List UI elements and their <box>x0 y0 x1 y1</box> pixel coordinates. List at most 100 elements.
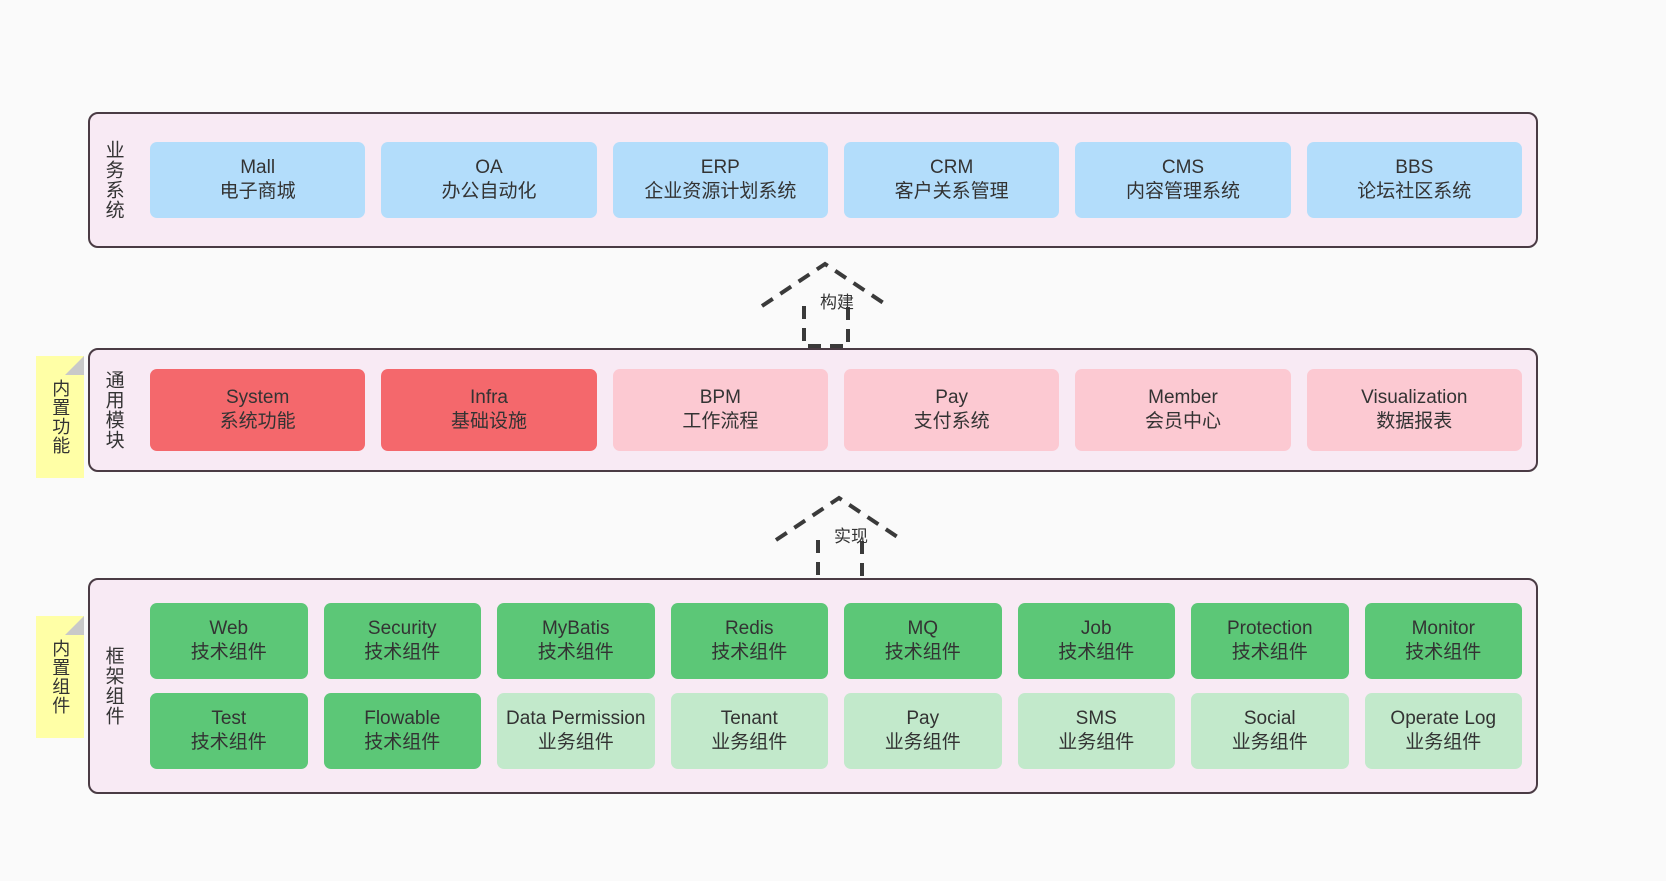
node-web[interactable]: Web 技术组件 <box>150 603 308 679</box>
node-subtitle: 基础设施 <box>450 411 527 432</box>
node-subtitle: 技术组件 <box>537 642 614 663</box>
node-title: Social <box>1243 707 1296 729</box>
note-label: 内置功能 <box>50 379 71 455</box>
node-crm[interactable]: CRM 客户关系管理 <box>843 142 1060 218</box>
node-subtitle: 论坛社区系统 <box>1357 181 1472 202</box>
node-oa[interactable]: OA 办公自动化 <box>381 142 597 218</box>
node-subtitle: 电子商城 <box>219 181 296 202</box>
node-title: Data Permission <box>506 707 646 729</box>
arrowhead-icon <box>760 261 890 308</box>
node-tenant[interactable]: Tenant 业务组件 <box>670 693 828 769</box>
node-title: CRM <box>930 156 974 178</box>
node-infra[interactable]: Infra 基础设施 <box>381 369 597 451</box>
node-bbs[interactable]: BBS 论坛社区系统 <box>1306 142 1522 218</box>
node-subtitle: 技术组件 <box>884 642 961 663</box>
layer-body-framework-components: Web 技术组件 Security 技术组件 MyBatis 技术组件 Redi… <box>136 580 1536 792</box>
node-title: SMS <box>1075 707 1117 729</box>
node-data-permission[interactable]: Data Permission 业务组件 <box>497 693 655 769</box>
node-subtitle: 技术组件 <box>364 642 441 663</box>
node-title: Mall <box>240 156 276 178</box>
node-bpm[interactable]: BPM 工作流程 <box>612 369 828 451</box>
node-title: OA <box>475 156 503 178</box>
node-redis[interactable]: Redis 技术组件 <box>670 603 828 679</box>
node-subtitle: 技术组件 <box>1231 642 1308 663</box>
node-title: Redis <box>724 617 774 639</box>
node-subtitle: 技术组件 <box>1058 642 1135 663</box>
layer-body-business-system: Mall 电子商城 OA 办公自动化 ERP 企业资源计划系统 CRM 客户关系… <box>136 114 1536 246</box>
node-title: Visualization <box>1361 386 1468 408</box>
node-row: Mall 电子商城 OA 办公自动化 ERP 企业资源计划系统 CRM 客户关系… <box>150 142 1522 218</box>
connector-label-implement: 实现 <box>834 527 868 546</box>
connector-build: 构建 <box>758 258 914 348</box>
connector-implement: 实现 <box>772 492 928 582</box>
node-subtitle: 业务组件 <box>1058 732 1135 753</box>
node-title: BPM <box>699 386 741 408</box>
node-subtitle: 业务组件 <box>537 732 614 753</box>
node-visualization[interactable]: Visualization 数据报表 <box>1306 369 1522 451</box>
node-flowable[interactable]: Flowable 技术组件 <box>323 693 481 769</box>
node-title: Pay <box>906 707 940 729</box>
node-title: BBS <box>1395 156 1434 178</box>
node-mybatis[interactable]: MyBatis 技术组件 <box>497 603 655 679</box>
node-pay-business[interactable]: Pay 业务组件 <box>844 693 1002 769</box>
arrowhead-icon <box>774 495 904 542</box>
node-title: Member <box>1148 386 1218 408</box>
node-subtitle: 会员中心 <box>1144 411 1221 432</box>
layer-common-modules[interactable]: 通用模块 System 系统功能 Infra 基础设施 BPM 工作流程 Pay… <box>88 348 1538 472</box>
node-mq[interactable]: MQ 技术组件 <box>844 603 1002 679</box>
node-member[interactable]: Member 会员中心 <box>1075 369 1291 451</box>
node-system[interactable]: System 系统功能 <box>150 369 366 451</box>
node-monitor[interactable]: Monitor 技术组件 <box>1364 603 1522 679</box>
node-subtitle: 企业资源计划系统 <box>644 181 797 202</box>
node-title: System <box>225 386 290 408</box>
note-builtin-component[interactable]: 内置组件 <box>36 616 84 738</box>
node-subtitle: 技术组件 <box>190 732 267 753</box>
layer-body-common-modules: System 系统功能 Infra 基础设施 BPM 工作流程 Pay 支付系统… <box>136 350 1536 470</box>
node-test[interactable]: Test 技术组件 <box>150 693 308 769</box>
node-sms[interactable]: SMS 业务组件 <box>1017 693 1175 769</box>
node-title: CMS <box>1161 156 1205 178</box>
node-subtitle: 业务组件 <box>1405 732 1482 753</box>
node-erp[interactable]: ERP 企业资源计划系统 <box>612 142 828 218</box>
layer-title-business-system: 业务系统 <box>102 140 124 220</box>
note-builtin-function[interactable]: 内置功能 <box>36 356 84 478</box>
node-pay[interactable]: Pay 支付系统 <box>843 369 1060 451</box>
node-security[interactable]: Security 技术组件 <box>323 603 481 679</box>
node-title: Job <box>1080 617 1112 639</box>
node-title: MyBatis <box>541 617 610 639</box>
node-protection[interactable]: Protection 技术组件 <box>1191 603 1349 679</box>
node-title: Tenant <box>720 707 778 729</box>
node-title: Pay <box>935 386 969 408</box>
layer-business-system[interactable]: 业务系统 Mall 电子商城 OA 办公自动化 ERP 企业资源计划系统 CRM… <box>88 112 1538 248</box>
node-subtitle: 办公自动化 <box>441 181 537 202</box>
node-subtitle: 技术组件 <box>190 642 267 663</box>
layer-title-framework-components: 框架组件 <box>102 646 124 726</box>
node-subtitle: 业务组件 <box>1231 732 1308 753</box>
connector-label-build: 构建 <box>820 293 854 312</box>
node-title: Flowable <box>364 707 441 729</box>
layer-framework-components[interactable]: 框架组件 Web 技术组件 Security 技术组件 MyBatis 技术组件… <box>88 578 1538 794</box>
node-cms[interactable]: CMS 内容管理系统 <box>1075 142 1291 218</box>
node-row: Web 技术组件 Security 技术组件 MyBatis 技术组件 Redi… <box>150 603 1522 679</box>
node-job[interactable]: Job 技术组件 <box>1017 603 1175 679</box>
node-title: Protection <box>1226 617 1313 639</box>
node-title: MQ <box>907 617 939 639</box>
node-title: ERP <box>700 156 740 178</box>
node-subtitle: 工作流程 <box>682 411 759 432</box>
node-subtitle: 技术组件 <box>364 732 441 753</box>
node-subtitle: 内容管理系统 <box>1125 181 1240 202</box>
node-social[interactable]: Social 业务组件 <box>1191 693 1349 769</box>
node-title: Operate Log <box>1390 707 1497 729</box>
node-operate-log[interactable]: Operate Log 业务组件 <box>1364 693 1522 769</box>
node-subtitle: 支付系统 <box>913 411 990 432</box>
node-subtitle: 系统功能 <box>219 411 296 432</box>
node-subtitle: 技术组件 <box>711 642 788 663</box>
node-title: Test <box>211 707 247 729</box>
layer-title-common-modules: 通用模块 <box>102 370 124 450</box>
node-mall[interactable]: Mall 电子商城 <box>150 142 366 218</box>
node-subtitle: 业务组件 <box>711 732 788 753</box>
note-label: 内置组件 <box>50 639 71 715</box>
node-subtitle: 客户关系管理 <box>894 181 1009 202</box>
node-title: Security <box>367 617 437 639</box>
